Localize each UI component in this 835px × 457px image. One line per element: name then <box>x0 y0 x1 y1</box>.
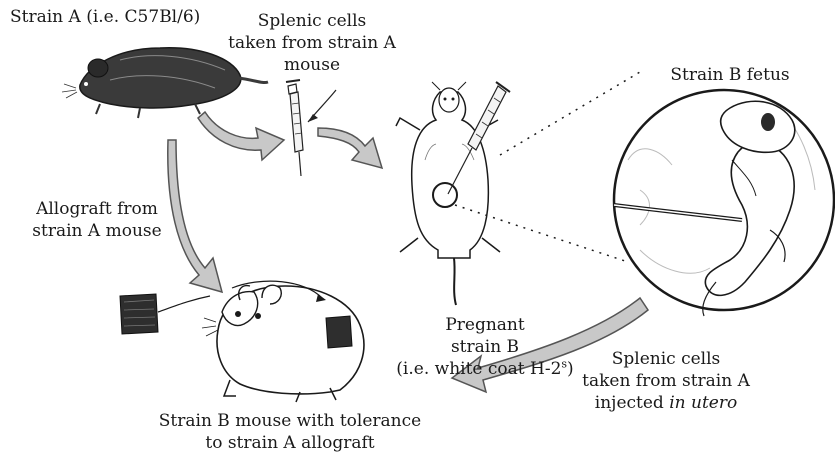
fetus-circle-icon <box>614 90 834 316</box>
splenic-bottom-line-1: Splenic cells <box>576 348 756 370</box>
allograft-line-2: strain A mouse <box>22 220 172 242</box>
pregnant-strain-b-label: Pregnant strain B (i.e. white coat H-2s) <box>385 314 585 380</box>
skin-graft-icon <box>120 294 210 334</box>
allograft-label: Allograft from strain A mouse <box>22 198 172 242</box>
arrow-mouse-to-syringe <box>198 112 284 160</box>
splenic-bottom-line-2: taken from strain A <box>576 370 756 392</box>
pregnant-line-3-close: ) <box>567 359 574 379</box>
splenic-top-line-1: Splenic cells <box>222 10 402 32</box>
pointer-arrowhead <box>308 114 318 122</box>
splenic-cells-bottom-label: Splenic cells taken from strain A inject… <box>576 348 756 414</box>
splenic-top-line-2: taken from strain A <box>222 32 402 54</box>
tolerance-line-2: to strain A allograft <box>140 432 440 454</box>
splenic-bottom-line-3: injected in utero <box>576 392 756 414</box>
syringe-icon <box>286 80 303 176</box>
strain-a-label: Strain A (i.e. C57Bl/6) <box>10 6 200 28</box>
allograft-line-1: Allograft from <box>22 198 172 220</box>
splenic-top-line-3: mouse <box>222 54 402 76</box>
pregnant-line-3-text: (i.e. white coat H-2 <box>396 359 561 379</box>
zoom-line-top <box>500 72 640 155</box>
pregnant-line-3: (i.e. white coat H-2s) <box>385 358 585 380</box>
pregnant-line-1: Pregnant <box>385 314 585 336</box>
tolerance-line-1: Strain B mouse with tolerance <box>140 410 440 432</box>
tolerant-mouse-icon <box>202 281 364 402</box>
splenic-cells-top-label: Splenic cells taken from strain A mouse <box>222 10 402 76</box>
arrow-mouse-to-graft <box>168 140 222 292</box>
pregnant-line-2: strain B <box>385 336 585 358</box>
arrow-syringe-to-pregnant <box>318 128 382 168</box>
tolerance-label: Strain B mouse with tolerance to strain … <box>140 410 440 454</box>
injected-text: injected <box>595 393 669 413</box>
strain-b-fetus-label: Strain B fetus <box>655 64 805 86</box>
in-utero-text: in utero <box>669 393 737 413</box>
